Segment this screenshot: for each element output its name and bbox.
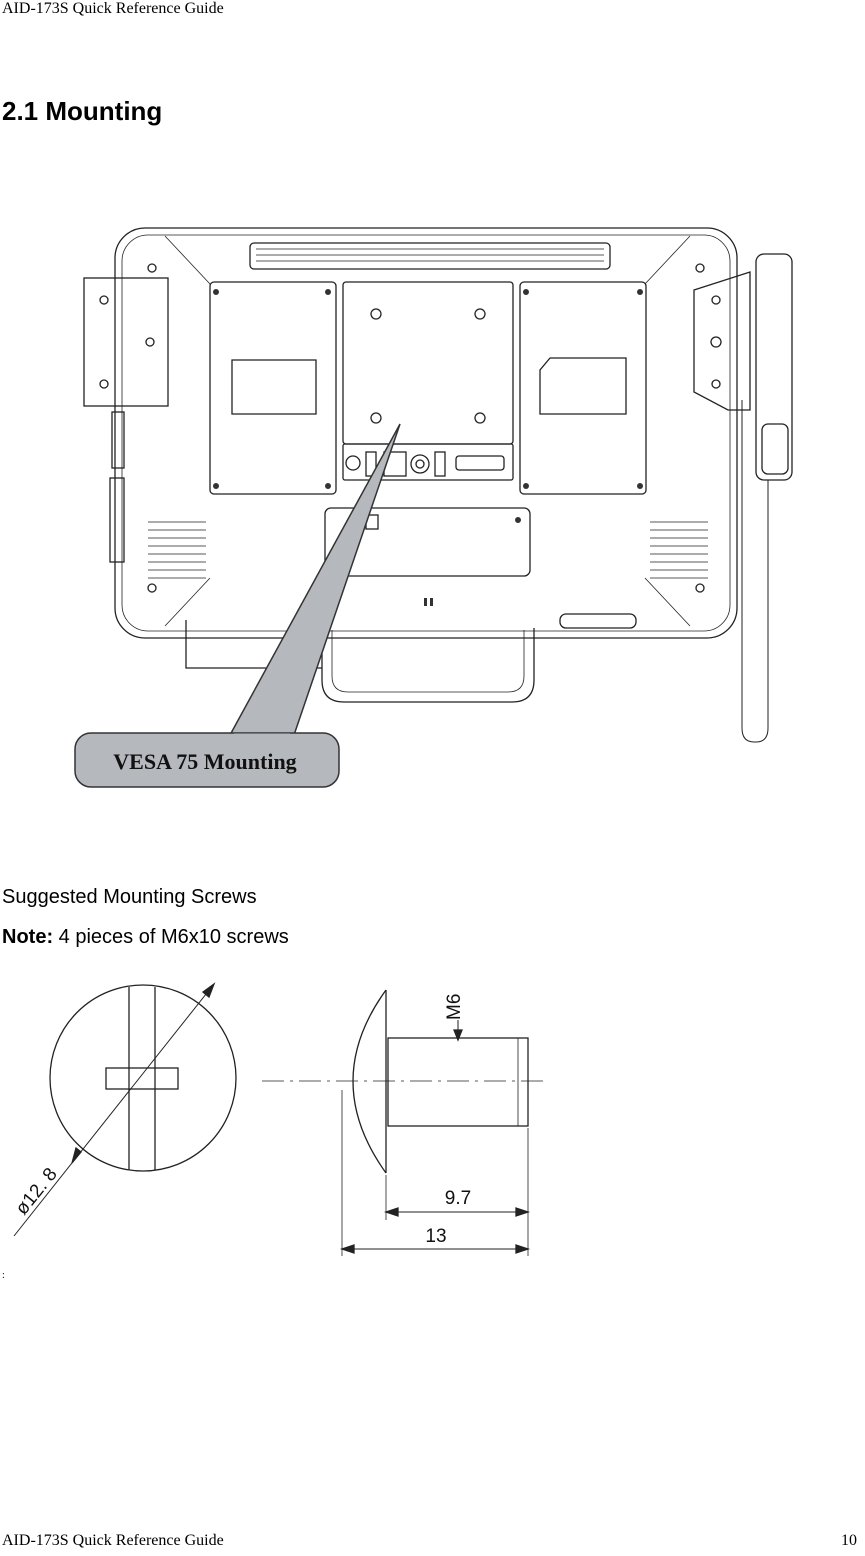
callout-label: VESA 75 Mounting — [113, 749, 296, 774]
length-total-label: 13 — [425, 1226, 446, 1247]
note-text: 4 pieces of M6x10 screws — [53, 926, 289, 948]
diameter-label: ø12. 8 — [12, 1164, 62, 1219]
running-footer: AID-173S Quick Reference Guide — [2, 1532, 224, 1549]
device-rear-view-figure: VESA 75 Mounting — [74, 227, 793, 788]
running-header: AID-173S Quick Reference Guide — [2, 0, 224, 17]
stray-mark: : — [2, 1270, 5, 1281]
section-title: 2.1 Mounting — [2, 96, 163, 126]
note-label: Note: — [2, 926, 54, 948]
length-short-label: 9.7 — [445, 1188, 471, 1209]
thread-label: M6 — [444, 994, 465, 1020]
page-number: 10 — [841, 1532, 857, 1549]
screw-drawing-figure: M6 ø12. 8 9.7 13 — [12, 982, 546, 1256]
screws-heading: Suggested Mounting Screws — [2, 886, 257, 908]
screws-note: Note: 4 pieces of M6x10 screws — [2, 926, 289, 949]
